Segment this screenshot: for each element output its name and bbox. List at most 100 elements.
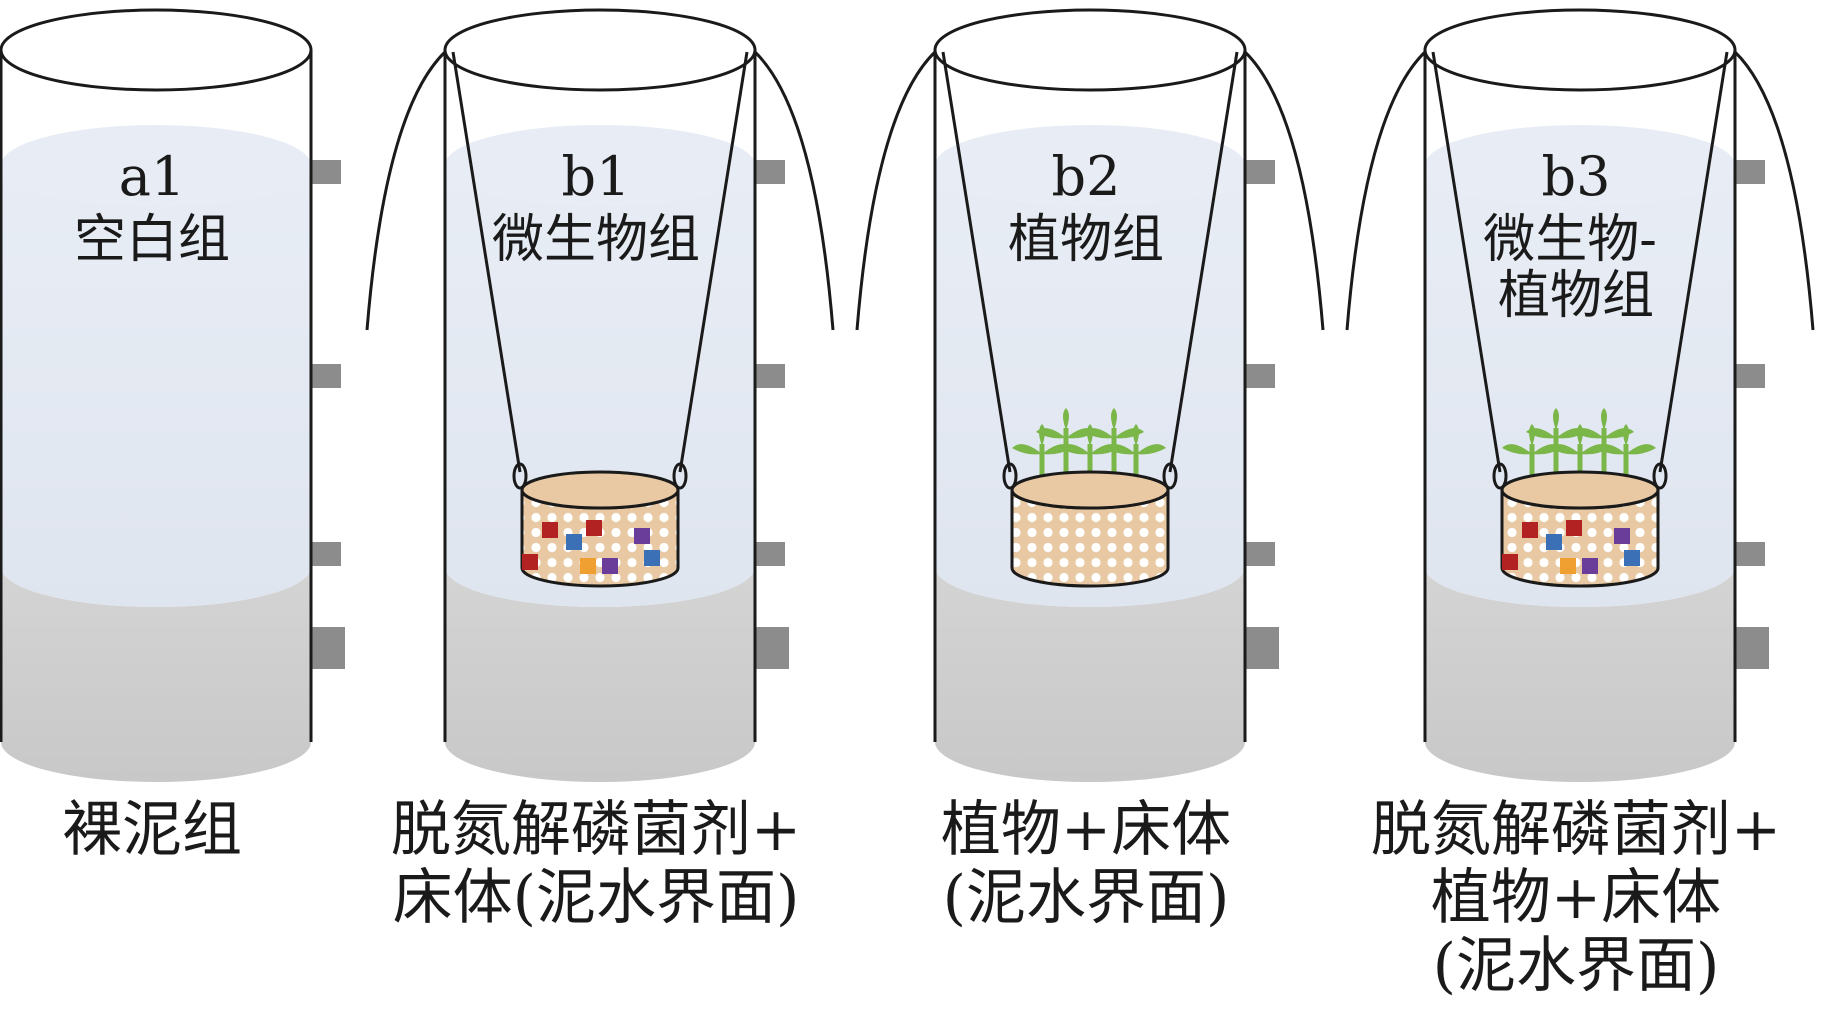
plant-group (1012, 408, 1166, 494)
group-caption-line: 裸泥组 (62, 795, 242, 865)
plant-leaf (1574, 428, 1604, 439)
rope-left (941, 51, 1012, 473)
plant-leaf (1526, 428, 1556, 439)
rope-end-right (753, 50, 835, 331)
group-name-line: 植物组 (1498, 266, 1654, 326)
plant-leaf (1084, 428, 1114, 439)
sampling-port-1 (1245, 160, 1275, 184)
sampling-port-4 (1735, 627, 1769, 669)
group-name-line: 空白组 (74, 210, 230, 270)
group-code: a1 (119, 145, 186, 208)
rope-end-right (1243, 50, 1325, 331)
microbe-square (522, 554, 538, 570)
group-name-line: 微生物- (1483, 210, 1657, 270)
group-caption-line: (泥水界面) (1433, 931, 1720, 1001)
rope-end-left (1345, 50, 1427, 331)
plant-leaf (1502, 444, 1532, 455)
microbe-square (1522, 522, 1538, 538)
rope-loop-left (1002, 462, 1018, 490)
rope-left (451, 51, 522, 473)
rope-end-left (855, 50, 937, 331)
group-caption-line: 脱氮解磷菌剂+ (1371, 795, 1781, 865)
plant-leaf (1133, 424, 1139, 446)
microbe-square (1566, 520, 1582, 536)
plant-leaf (1601, 408, 1607, 430)
microbe-square (1560, 558, 1576, 574)
sediment-layer (445, 567, 755, 782)
microbe-square (586, 520, 602, 536)
group-name-line: 微生物组 (492, 210, 700, 270)
microbe-square (1582, 558, 1598, 574)
sampling-port-4 (755, 627, 789, 669)
microbe-square (566, 534, 582, 550)
water-surface (935, 125, 1245, 205)
sampling-port-2 (1245, 364, 1275, 388)
plant-leaf (1036, 428, 1066, 439)
sediment-water-interface (1, 527, 311, 607)
plant-leaf (1060, 444, 1090, 455)
plant-leaf (1012, 444, 1042, 455)
group-caption-line: (泥水界面) (943, 863, 1230, 933)
plant-leaf (1553, 408, 1559, 430)
microbe-square (1614, 528, 1630, 544)
rope-right (1658, 51, 1729, 473)
microbe-square (1624, 550, 1640, 566)
rope-right (1168, 51, 1239, 473)
basket-rim (1010, 470, 1170, 510)
microbe-square (634, 528, 650, 544)
group-code: b2 (1052, 145, 1121, 208)
plant-leaf (1550, 444, 1580, 455)
rope-loop-left (1492, 462, 1508, 490)
sampling-port-2 (1735, 364, 1765, 388)
cylinder-rim (933, 8, 1247, 92)
sampling-port-3 (311, 542, 341, 566)
group-code: b1 (562, 145, 631, 208)
plant-leaf (1596, 444, 1626, 455)
sampling-port-4 (311, 627, 345, 669)
microbe-agent (522, 520, 660, 574)
basket-rim (1500, 470, 1660, 510)
plant-leaf (1623, 424, 1629, 446)
sediment-layer (1, 567, 311, 782)
basket-rim (520, 470, 680, 510)
water-surface (1, 125, 311, 205)
group-caption-line: 植物+床体 (1431, 863, 1721, 933)
rope-left (1431, 51, 1502, 473)
sampling-port-1 (1735, 160, 1765, 184)
sampling-port-3 (755, 542, 785, 566)
rope-right (678, 51, 749, 473)
microbe-square (644, 550, 660, 566)
cylinder-rim (443, 8, 757, 92)
sampling-port-1 (311, 160, 341, 184)
plant-leaf (1106, 444, 1136, 455)
cylinder-rim (0, 8, 313, 92)
microbe-square (602, 558, 618, 574)
plant-leaf (1111, 408, 1117, 430)
microbe-square (580, 558, 596, 574)
plant-leaf (1063, 408, 1069, 430)
microbe-square (1502, 554, 1518, 570)
sampling-port-1 (755, 160, 785, 184)
sampling-port-2 (311, 364, 341, 388)
microbe-square (1546, 534, 1562, 550)
cylinder-rim (1423, 8, 1737, 92)
sediment-layer (1425, 567, 1735, 782)
sampling-port-3 (1735, 542, 1765, 566)
sampling-port-4 (1245, 627, 1279, 669)
microbe-square (542, 522, 558, 538)
water-layer (1, 165, 311, 607)
plant-leaf (1136, 444, 1166, 455)
rope-end-right (1733, 50, 1815, 331)
sediment-layer (935, 567, 1245, 782)
plant-leaf (1626, 444, 1656, 455)
rope-loop-right (1652, 462, 1668, 490)
group-caption-line: 床体(泥水界面) (393, 863, 800, 933)
rope-loop-right (672, 462, 688, 490)
water-surface (445, 125, 755, 205)
water-surface (1425, 125, 1735, 205)
